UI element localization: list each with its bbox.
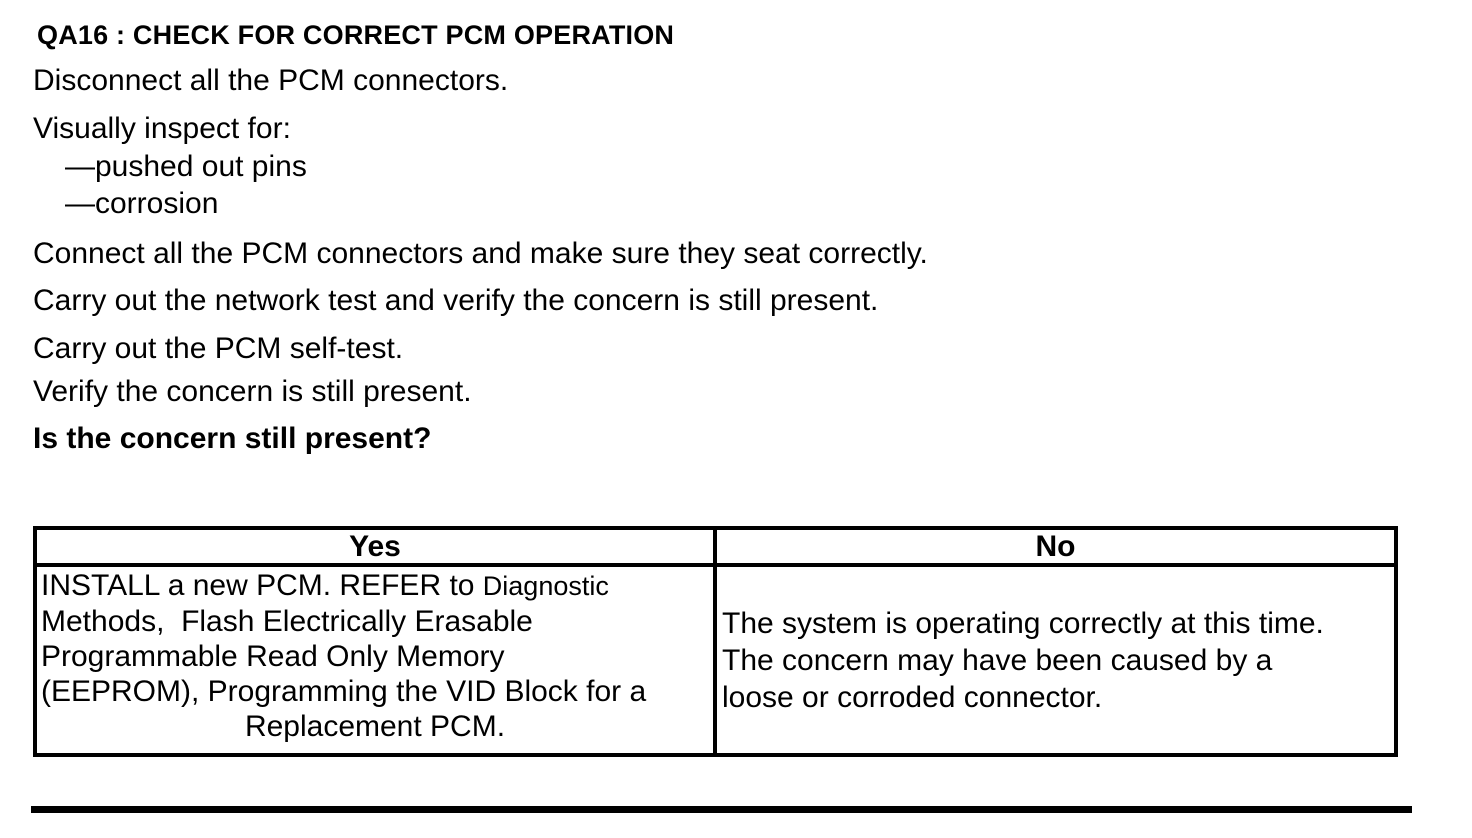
procedure-step: Carry out the network test and verify th… (33, 284, 879, 317)
yes-cell-line: Methods, Flash Electrically Erasable (41, 605, 533, 638)
results-table-header-row: Yes No (37, 530, 1394, 567)
yes-action-cell: INSTALL a new PCM. REFER to Diagnostic M… (37, 567, 717, 753)
procedure-step: Connect all the PCM connectors and make … (33, 237, 928, 270)
reference-link-text: Diagnostic (482, 571, 609, 601)
yes-cell-line: INSTALL a new PCM. REFER to Diagnostic (41, 568, 713, 604)
inspection-list-item: —pushed out pins (65, 150, 307, 183)
no-cell-line: The system is operating correctly at thi… (722, 606, 1324, 640)
inspection-list-item: —corrosion (65, 187, 219, 220)
yes-cell-text: INSTALL a new PCM. REFER to (41, 569, 483, 602)
procedure-step: Disconnect all the PCM connectors. (33, 64, 509, 97)
procedure-title: QA16 : CHECK FOR CORRECT PCM OPERATION (37, 20, 675, 50)
yes-cell-line: Programmable Read Only Memory (41, 640, 505, 673)
procedure-step: Verify the concern is still present. (33, 375, 472, 408)
no-column-header: No (1035, 530, 1076, 563)
yes-cell-line: Replacement PCM. (244, 710, 506, 743)
no-action-cell: The system is operating correctly at thi… (717, 567, 1394, 753)
yes-column-header: Yes (37, 530, 717, 563)
yes-cell-line: (EEPROM), Programming the VID Block for … (41, 675, 647, 708)
no-cell-line: The concern may have been caused by a (722, 643, 1273, 677)
no-cell-line: loose or corroded connector. (722, 680, 1103, 714)
decision-question: Is the concern still present? (33, 422, 432, 455)
procedure-step: Carry out the PCM self-test. (33, 332, 404, 365)
results-table-body-row: INSTALL a new PCM. REFER to Diagnostic M… (37, 567, 1394, 753)
results-table: Yes No INSTALL a new PCM. REFER to Diagn… (33, 526, 1398, 757)
section-divider-rule (31, 806, 1412, 813)
procedure-step: Visually inspect for: (33, 112, 291, 145)
